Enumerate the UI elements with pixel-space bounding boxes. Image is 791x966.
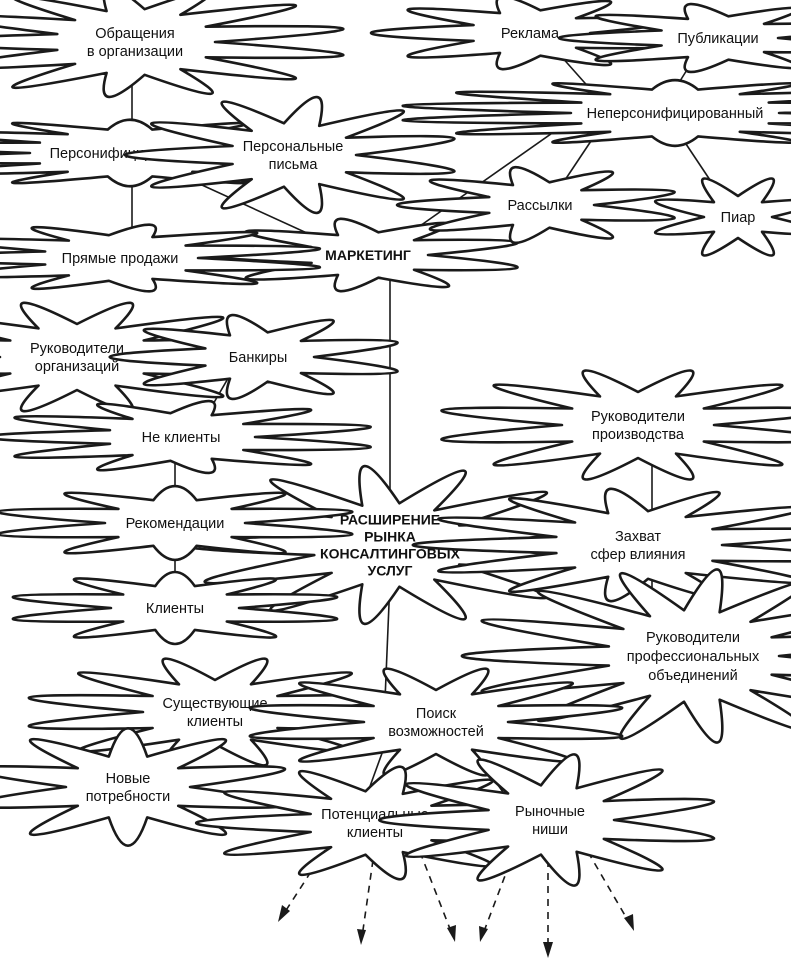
node-label-line: производства	[592, 427, 685, 443]
cloud-shape	[0, 0, 345, 99]
cloud-shape	[108, 313, 399, 401]
node-label-line: ниши	[532, 822, 568, 838]
node-label-line: Банкиры	[229, 350, 288, 366]
node-label-line: Руководители	[646, 630, 740, 646]
node-label-line: РАСШИРЕНИЕ	[340, 512, 440, 528]
cloud-shape	[0, 399, 372, 475]
dashed-arrow-potential-2	[361, 859, 374, 938]
node-label-line: возможностей	[388, 724, 484, 740]
node-label-line: клиенты	[347, 825, 403, 841]
node-label-line: Захват	[615, 529, 661, 545]
node-label-line: КОНСАЛТИНГОВЫХ	[320, 546, 461, 562]
cloud-shape	[11, 570, 339, 646]
cloud-shape	[123, 95, 456, 215]
cloud-shape	[0, 727, 287, 847]
cloud-shape	[558, 2, 791, 74]
node-clients: Клиенты	[11, 570, 339, 646]
node-label-line: Реклама	[501, 26, 560, 42]
node-label-line: Существующие	[162, 696, 267, 712]
node-label-line: Поиск	[416, 706, 457, 722]
arrowhead-niches-2	[543, 942, 553, 958]
cloud-shape	[460, 568, 791, 744]
node-label-line: МАРКЕТИНГ	[325, 247, 411, 263]
node-label-line: объединений	[648, 668, 738, 684]
node-personal-letters: Персональные письма	[123, 95, 456, 215]
node-label-line: письма	[269, 157, 319, 173]
node-label-line: Рыночные	[515, 804, 585, 820]
node-publications: Публикации	[558, 2, 791, 74]
node-label-line: Публикации	[677, 31, 758, 47]
node-label-line: Прямые продажи	[62, 251, 179, 267]
node-org-requests: Обращения в организации	[0, 0, 345, 99]
dashed-arrow-potential-3	[419, 851, 453, 935]
node-market-niches: Рыночные ниши	[377, 753, 716, 887]
cloud-shape	[0, 223, 322, 293]
node-label-line: Руководители	[30, 341, 124, 357]
node-opportunity-search: Поиск возможностей	[248, 667, 624, 777]
node-label-line: потребности	[86, 789, 171, 805]
node-non-clients: Не клиенты	[0, 399, 372, 475]
node-label-line: Неперсонифицированный	[587, 106, 764, 122]
node-label-line: клиенты	[187, 714, 243, 730]
node-label-line: сфер влияния	[590, 547, 685, 563]
node-label-line: Клиенты	[146, 601, 204, 617]
arrowhead-niches-3	[624, 914, 634, 931]
node-label-line: УСЛУГ	[368, 563, 413, 579]
cloud-shape	[440, 369, 791, 481]
cloud-shape	[395, 165, 676, 245]
arrowhead-niches-1	[479, 926, 488, 942]
node-label-line: Руководители	[591, 409, 685, 425]
node-pr: Пиар	[653, 177, 791, 257]
node-production-leaders: Руководители производства	[440, 369, 791, 481]
cloud-shape	[248, 667, 624, 777]
node-label-line: профессиональных	[627, 649, 760, 665]
arrowhead-potential-1	[278, 905, 290, 922]
node-label-line: в организации	[87, 44, 183, 60]
arrowhead-potential-3	[447, 925, 456, 942]
node-label-line: Обращения	[95, 26, 175, 42]
node-label-line: Рекомендации	[126, 516, 225, 532]
dashed-arrow-niches-3	[587, 851, 631, 925]
node-label-line: Не клиенты	[142, 430, 221, 446]
node-non-personified: Неперсонифицированный	[401, 78, 791, 148]
node-label-line: Рассылки	[507, 198, 572, 214]
arrowhead-potential-2	[357, 929, 366, 945]
node-bankers: Банкиры	[108, 313, 399, 401]
cloud-shape	[401, 78, 791, 148]
node-label-line: Новые	[106, 771, 151, 787]
node-new-needs: Новые потребности	[0, 727, 287, 847]
node-mailings: Рассылки	[395, 165, 676, 245]
node-label-line: РЫНКА	[364, 529, 416, 545]
cloud-shape	[0, 484, 354, 562]
node-recommendations: Рекомендации	[0, 484, 354, 562]
cloud-shape	[377, 753, 716, 887]
node-label-line: Пиар	[721, 210, 756, 226]
node-direct-sales: Прямые продажи	[0, 223, 322, 293]
cloud-shape	[653, 177, 791, 257]
node-label-line: Персональные	[243, 139, 344, 155]
node-label-line: организаций	[35, 359, 120, 375]
node-professional-leaders: Руководители профессиональных объединений	[460, 568, 791, 744]
